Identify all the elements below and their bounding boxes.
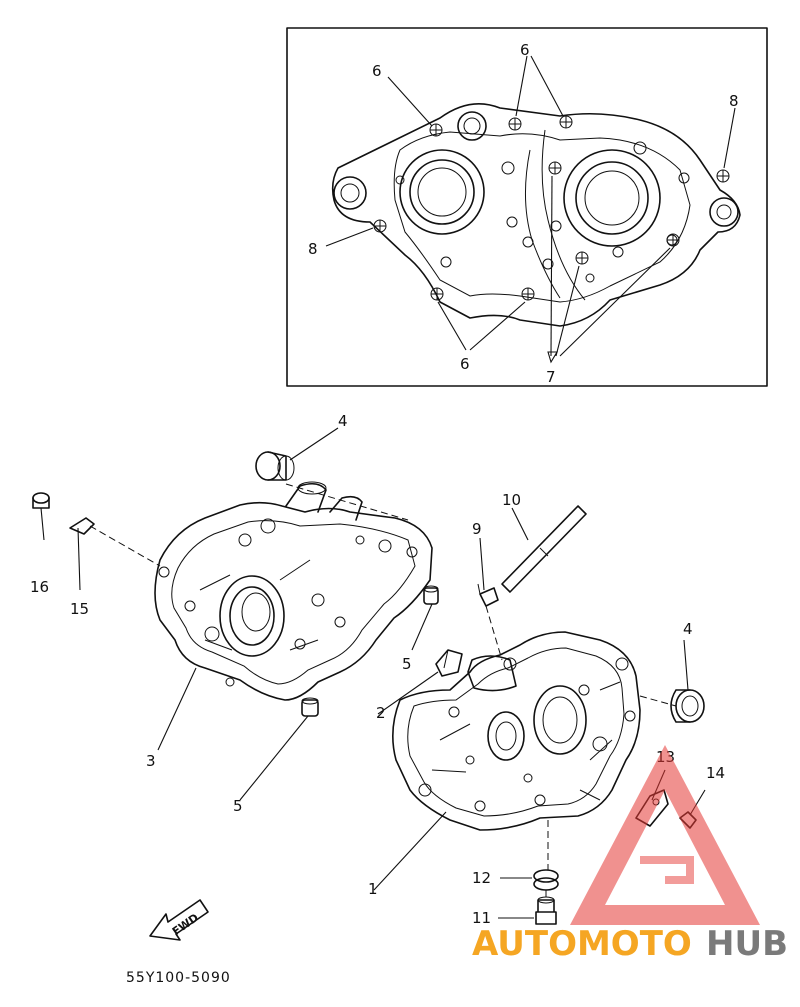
label-10: 10: [502, 491, 521, 509]
inset-label-8-left: 8: [308, 240, 318, 258]
inset-view: 6 6 8 8 6 7: [286, 27, 768, 387]
inset-label-6-top: 6: [520, 41, 530, 59]
part-5-lower: [301, 697, 319, 717]
watermark-triangle-icon: [570, 745, 760, 925]
part-4-upper: [255, 451, 295, 481]
label-12: 12: [472, 869, 491, 887]
crankcase-left: [154, 481, 433, 701]
label-9: 9: [472, 520, 482, 538]
inset-label-7: 7: [546, 368, 556, 386]
part-15: [69, 517, 95, 535]
assembly-lines: [89, 483, 677, 900]
part-2: [435, 649, 463, 677]
part-5-upper: [423, 585, 439, 605]
fwd-label: FWD: [170, 911, 201, 938]
part-16: [32, 492, 50, 509]
inset-case-outline: [331, 102, 741, 327]
inset-label-6-left: 6: [372, 62, 382, 80]
part-9: [477, 583, 499, 607]
part-10: [501, 505, 587, 593]
label-11: 11: [472, 909, 491, 927]
part-11: [535, 896, 557, 925]
label-5-upper: 5: [402, 655, 412, 673]
label-3: 3: [146, 752, 156, 770]
label-1: 1: [368, 880, 378, 898]
label-16: 16: [30, 578, 49, 596]
watermark-text-b: HUB: [706, 924, 788, 964]
label-14: 14: [706, 764, 725, 782]
watermark-text-a: AUTOMOTO: [472, 924, 692, 964]
inset-label-8-right: 8: [729, 92, 739, 110]
part-code: 55Y100-5090: [126, 970, 231, 986]
label-4-upper: 4: [338, 412, 348, 430]
inset-label-6-bottom: 6: [460, 355, 470, 373]
inset-frame: [286, 27, 768, 387]
fwd-arrow: FWD: [149, 899, 209, 941]
leader-lines: [40, 427, 706, 919]
part-12: [533, 869, 559, 891]
watermark-text: AUTOMOTO HUB: [472, 924, 788, 964]
label-2: 2: [376, 704, 386, 722]
label-15: 15: [70, 600, 89, 618]
label-5-lower: 5: [233, 797, 243, 815]
watermark: [570, 745, 760, 925]
crankcase-right: [392, 631, 641, 831]
label-4-lower: 4: [683, 620, 693, 638]
